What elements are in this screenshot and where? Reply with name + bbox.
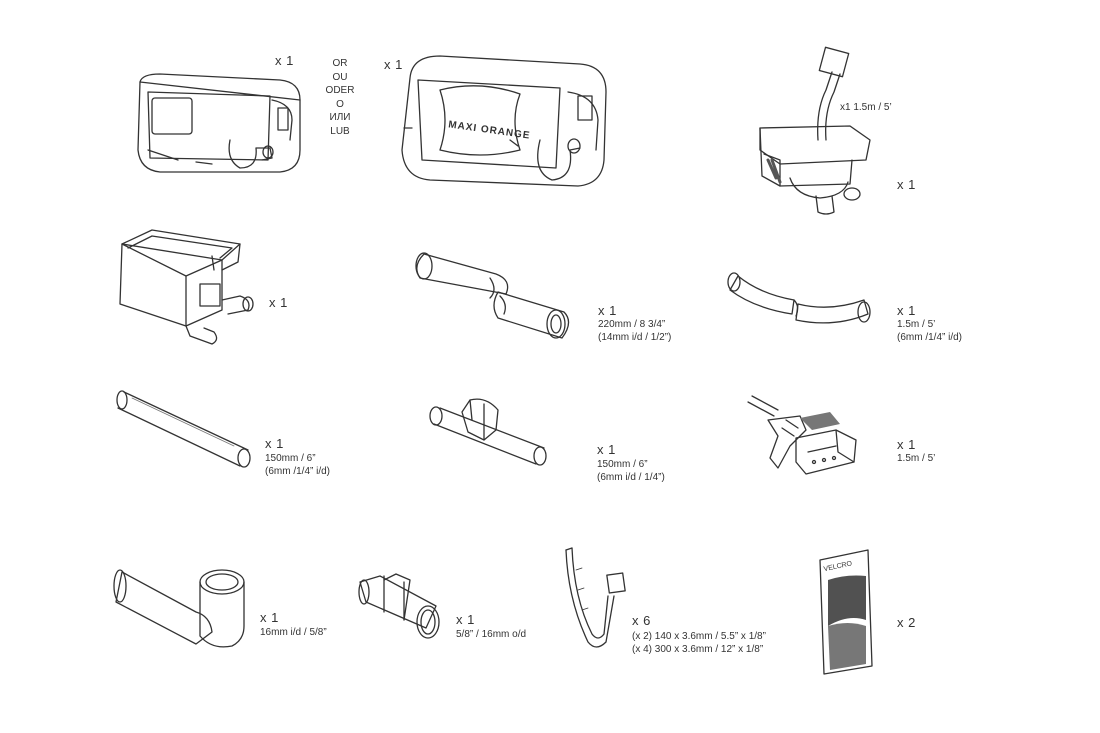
cable-ties-qty: x 6 bbox=[632, 613, 651, 628]
reservoir-box-drawing bbox=[119, 229, 254, 345]
hose-curved-spec-line-2: (6mm /1/4” i/d) bbox=[897, 332, 963, 343]
reservoir-cable-drawing bbox=[759, 46, 871, 215]
reservoir-box-qty: x 1 bbox=[269, 295, 288, 310]
cable-ties-spec: (x 2) 140 x 3.6mm / 5.5” x 1/8” (x 4) 30… bbox=[632, 630, 766, 656]
pump-small-qty: x 1 bbox=[275, 53, 294, 68]
hose-curved-spec-line-1: 1.5m / 5’ bbox=[897, 319, 936, 330]
elbow-qty: x 1 bbox=[260, 610, 279, 625]
tube-clear-spec-line-2: (6mm /1/4” i/d) bbox=[265, 466, 331, 477]
coupler-qty: x 1 bbox=[456, 612, 475, 627]
alt-1: OR bbox=[332, 58, 348, 69]
hose-curved-qty: x 1 bbox=[897, 303, 916, 318]
elbow-spec: 16mm i/d / 5/8” bbox=[260, 626, 327, 639]
tube-clear-qty: x 1 bbox=[265, 436, 284, 451]
hose-large-spec-line-2: (14mm i/d / 1/2”) bbox=[598, 332, 672, 343]
cable-ties-spec-line-2: (x 4) 300 x 3.6mm / 12” x 1/8” bbox=[632, 644, 764, 655]
alt-4: O bbox=[336, 98, 344, 110]
pump-large-drawing bbox=[401, 55, 607, 187]
tube-clear-drawing bbox=[116, 390, 251, 468]
alt-3: ODER bbox=[325, 85, 355, 96]
coupler-drawing bbox=[358, 573, 440, 639]
velcro-qty: x 2 bbox=[897, 615, 916, 630]
alt-5: ИЛИ bbox=[329, 112, 351, 123]
pump-large-qty: x 1 bbox=[384, 57, 403, 72]
tube-clip-spec-line-1: 150mm / 6” bbox=[597, 459, 648, 470]
cable-tie-drawing bbox=[565, 547, 626, 648]
hose-large-qty: x 1 bbox=[598, 303, 617, 318]
hose-curved-spec: 1.5m / 5’ (6mm /1/4” i/d) bbox=[897, 318, 962, 344]
reservoir-cable-length: x1 1.5m / 5’ bbox=[840, 102, 892, 113]
tube-clip-spec: 150mm / 6” (6mm i/d / 1/4”) bbox=[597, 458, 665, 484]
cable-connector-drawing bbox=[747, 395, 857, 475]
pump-small-drawing bbox=[137, 73, 301, 173]
cable-connector-qty: x 1 bbox=[897, 437, 916, 452]
cable-connector-spec-line-1: 1.5m / 5’ bbox=[897, 453, 936, 464]
hose-curved-drawing bbox=[727, 272, 871, 324]
alt-2: OU bbox=[332, 71, 348, 83]
reservoir-cable-qty: x 1 bbox=[897, 177, 916, 192]
tube-clip-spec-line-2: (6mm i/d / 1/4”) bbox=[597, 472, 665, 483]
elbow-drawing bbox=[113, 569, 245, 648]
elbow-spec-line-1: 16mm i/d / 5/8” bbox=[260, 627, 327, 638]
cable-ties-spec-line-1: (x 2) 140 x 3.6mm / 5.5” x 1/8” bbox=[632, 631, 766, 642]
svg-text:VELCRO: VELCRO bbox=[823, 560, 853, 573]
tube-clear-spec-line-1: 150mm / 6” bbox=[265, 453, 316, 464]
alt-6: LUB bbox=[330, 125, 350, 137]
hose-large-drawing bbox=[415, 252, 570, 339]
velcro-drawing: VELCRO bbox=[819, 549, 873, 675]
hose-large-spec-line-1: 220mm / 8 3/4” bbox=[598, 319, 666, 330]
cable-connector-spec: 1.5m / 5’ bbox=[897, 452, 935, 465]
tube-clear-spec: 150mm / 6” (6mm /1/4” i/d) bbox=[265, 452, 330, 478]
tube-clip-qty: x 1 bbox=[597, 442, 616, 457]
tube-clip-drawing bbox=[429, 398, 547, 466]
coupler-spec-line-1: 5/8” / 16mm o/d bbox=[456, 629, 527, 640]
hose-large-spec: 220mm / 8 3/4” (14mm i/d / 1/2”) bbox=[598, 318, 671, 344]
coupler-spec: 5/8” / 16mm o/d bbox=[456, 628, 526, 641]
alternatives-list: OR OU ODER O ИЛИ LUB bbox=[324, 57, 356, 138]
